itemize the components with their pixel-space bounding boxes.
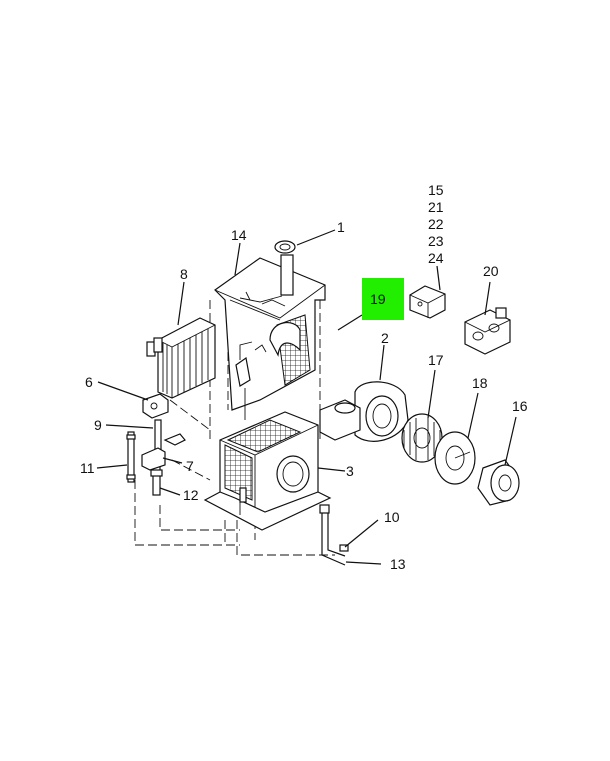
callout-16[interactable]: 16 [512,398,528,414]
callout-23[interactable]: 23 [428,233,444,249]
callout-7[interactable]: 7 [186,458,194,474]
mounting-plate [434,431,476,485]
callout-14[interactable]: 14 [231,227,247,243]
blower-housing [319,381,409,442]
callout-6[interactable]: 6 [85,374,93,390]
resistor-block [409,285,446,319]
callout-8[interactable]: 8 [180,266,188,282]
callout-19-highlight[interactable]: 19 [362,278,404,320]
left-small-parts [126,393,186,496]
drain-hoses [319,504,349,566]
callout-13[interactable]: 13 [390,556,406,572]
heater-core [146,317,216,399]
callout-20[interactable]: 20 [483,263,499,279]
callout-10[interactable]: 10 [384,509,400,525]
callout-18[interactable]: 18 [472,375,488,391]
leader-lines [96,229,517,565]
callout-3[interactable]: 3 [346,463,354,479]
callout-12[interactable]: 12 [183,487,199,503]
vent-cap [274,240,296,254]
callout-22[interactable]: 22 [428,216,444,232]
callout-19: 19 [370,291,386,307]
callout-15[interactable]: 15 [428,182,444,198]
housing-upper [214,254,326,420]
callout-9[interactable]: 9 [94,417,102,433]
blower-motor [477,459,520,506]
callout-2[interactable]: 2 [381,330,389,346]
callout-21[interactable]: 21 [428,199,444,215]
callout-24[interactable]: 24 [428,250,444,266]
callout-17[interactable]: 17 [428,352,444,368]
callout-1[interactable]: 1 [337,219,345,235]
callout-11[interactable]: 11 [80,460,95,476]
callout-labels: 1 14 8 6 9 11 7 12 3 2 10 13 17 18 16 20… [80,182,528,572]
blower-switch [464,307,511,355]
highlight-box [362,278,404,320]
housing-lower-box [203,411,332,531]
